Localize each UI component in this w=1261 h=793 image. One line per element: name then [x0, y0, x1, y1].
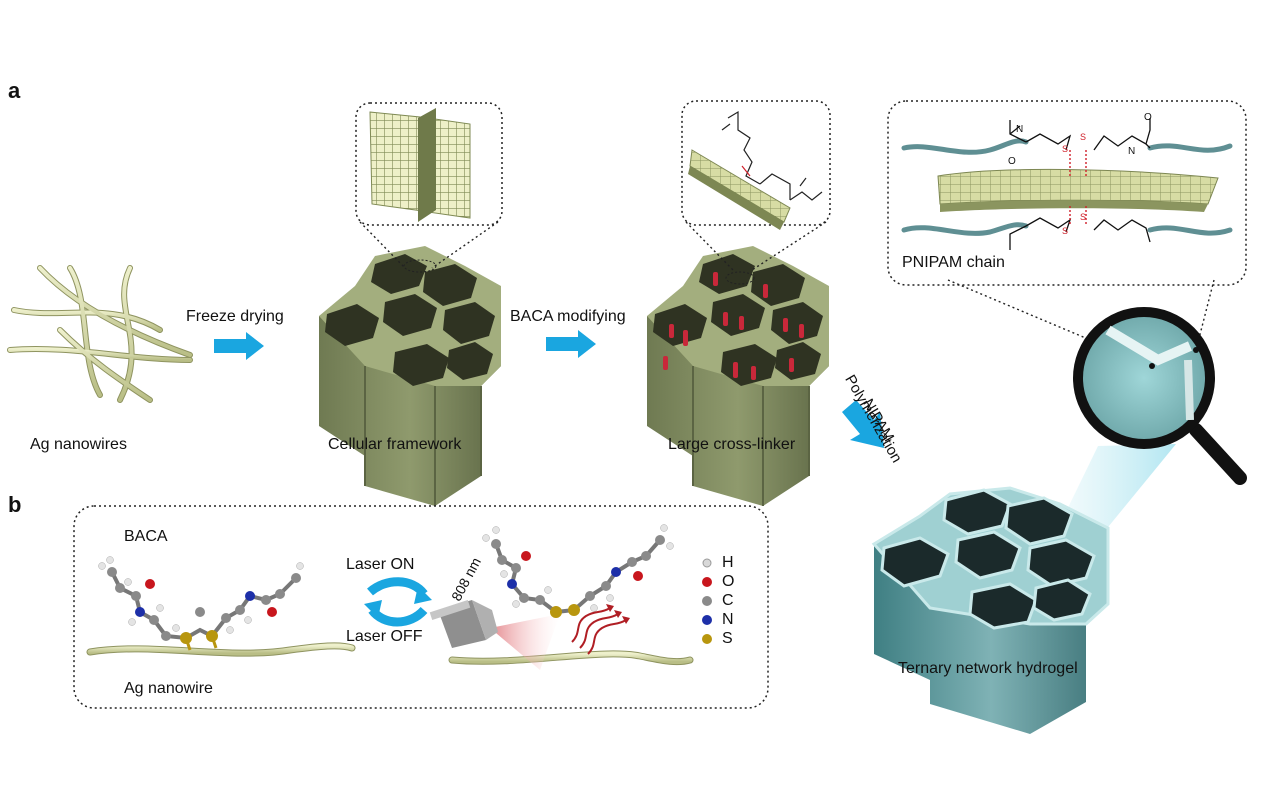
baca-molecule-bound — [110, 571, 298, 641]
arrow-freeze-drying — [214, 332, 264, 360]
arrow-baca-modifying — [546, 330, 596, 358]
laser-icon — [429, 600, 560, 670]
atom-label-n1: N — [1016, 124, 1024, 135]
label-pnipam-chain: PNIPAM chain — [902, 254, 1005, 271]
legend-n: N — [722, 611, 734, 628]
label-baca-modifying: BACA modifying — [510, 308, 626, 325]
cellular-framework-illustration — [318, 245, 502, 507]
legend-o: O — [722, 573, 735, 590]
atom-label-s2: S — [1080, 132, 1087, 142]
label-baca: BACA — [124, 528, 168, 545]
legend-c: C — [722, 592, 734, 609]
ternary-hydrogel-illustration — [871, 486, 1110, 734]
pnipam-chains — [901, 138, 1233, 236]
atom-label-o2: O — [1144, 112, 1152, 123]
magnifier-icon — [1073, 307, 1247, 485]
label-cellular-framework: Cellular framework — [328, 436, 462, 453]
baca-atoms-released — [482, 524, 674, 618]
arrow-polymerization — [842, 400, 884, 448]
label-freeze-drying: Freeze drying — [186, 308, 284, 325]
label-ag-nanowire: Ag nanowire — [124, 680, 213, 697]
atom-label-s3: S — [1062, 226, 1069, 236]
atom-label-n2: N — [1128, 146, 1136, 157]
baca-atoms-bound — [98, 556, 304, 651]
atom-label-o1: O — [1008, 156, 1016, 167]
legend-dots — [702, 558, 712, 644]
atom-label-s1: S — [1062, 144, 1069, 154]
legend-h: H — [722, 554, 734, 571]
atom-label-s4: S — [1080, 212, 1087, 222]
panel-b-label: b — [8, 492, 22, 517]
heat-wave-icon — [571, 607, 627, 655]
panel-b-frame — [73, 505, 769, 709]
panel-a-label: a — [8, 78, 21, 103]
label-laser-off: Laser OFF — [346, 628, 423, 645]
label-laser-on: Laser ON — [346, 556, 415, 573]
label-large-crosslinker: Large cross-linker — [668, 436, 796, 453]
legend-s: S — [722, 630, 733, 647]
large-crosslinker-illustration — [646, 245, 830, 507]
zoom-inset-crosslinker — [681, 100, 831, 226]
label-ag-nanowires: Ag nanowires — [30, 436, 127, 453]
label-ternary-hydrogel: Ternary network hydrogel — [898, 660, 1078, 677]
ag-nanowires-illustration — [7, 265, 193, 403]
